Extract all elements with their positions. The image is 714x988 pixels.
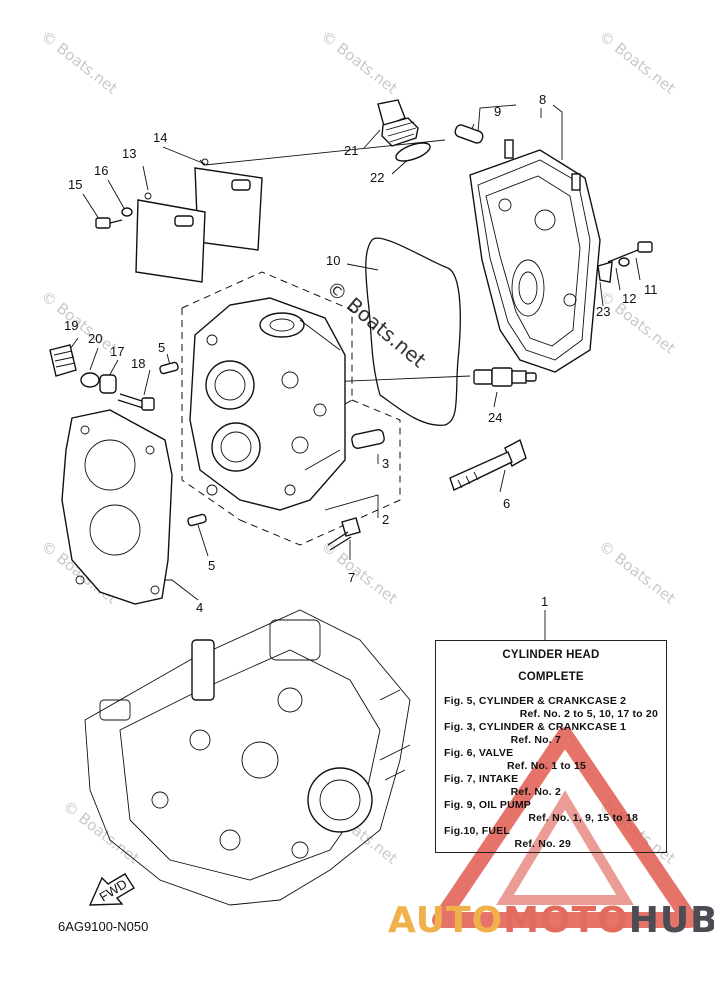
legend-ref-row: Ref. No. 1 to 15 <box>506 760 586 772</box>
legend-fig-row: Fig.10, FUEL <box>444 825 510 837</box>
callout-9: 9 <box>494 104 501 119</box>
watermark: © Boats.net <box>596 537 679 608</box>
callout-12: 12 <box>622 291 636 306</box>
callout-15: 15 <box>68 177 82 192</box>
legend-fig-row: Fig. 6, VALVE <box>444 747 514 759</box>
callout-11: 11 <box>644 282 658 297</box>
watermark: © Boats.net <box>318 27 401 98</box>
legend-subtitle: COMPLETE <box>518 671 584 683</box>
callout-7: 7 <box>348 570 355 585</box>
sleeve-3 <box>351 429 385 449</box>
legend-fig-row: Fig. 5, CYLINDER & CRANKCASE 2 <box>444 695 627 707</box>
callout-13: 13 <box>122 146 136 161</box>
legend-ref-row: Ref. No. 1, 9, 15 to 18 <box>528 812 638 824</box>
callout-21: 21 <box>344 143 358 158</box>
breather-cover-plates <box>135 158 263 283</box>
oil-filler-cap-21 <box>377 99 431 162</box>
dowel-9 <box>454 124 484 144</box>
reference-legend-box: CYLINDER HEAD COMPLETE Fig. 5, CYLINDER … <box>435 640 667 853</box>
legend-fig-row: Fig. 3, CYLINDER & CRANKCASE 1 <box>444 721 627 733</box>
callout-17: 17 <box>110 344 124 359</box>
legend-ref-row: Ref. No. 2 to 5, 10, 17 to 20 <box>519 708 658 720</box>
callout-5-lower: 5 <box>208 558 215 573</box>
watermark: © Boats.net <box>318 537 401 608</box>
brand-part-moto: MOTO <box>503 900 629 941</box>
dowel-5 <box>159 361 207 527</box>
automotohub-logo <box>432 727 698 928</box>
plug-19 <box>49 344 117 394</box>
head-cover-gasket-10 <box>365 237 461 426</box>
spark-plug-24 <box>473 367 537 387</box>
bolt-7 <box>327 517 361 551</box>
watermark: © Boats.net <box>596 287 679 358</box>
diagram-code: 6AG9100-N050 <box>58 919 149 934</box>
watermark: © Boats.net <box>596 27 679 98</box>
brand-wordmark[interactable]: AUTOMOTOHUB <box>388 900 714 941</box>
callout-2: 2 <box>382 512 389 527</box>
brand-part-hub: HUB <box>628 900 714 941</box>
bolt-15 <box>95 207 133 229</box>
legend-title: CYLINDER HEAD <box>502 649 600 661</box>
callout-20: 20 <box>88 331 102 346</box>
cylinder-head-assembly-outline <box>181 271 401 546</box>
bolt-18 <box>117 393 155 411</box>
callout-16: 16 <box>94 163 108 178</box>
cylinder-head-2 <box>189 297 346 511</box>
legend-ref-row: Ref. No. 7 <box>510 734 561 746</box>
callout-24: 24 <box>488 410 502 425</box>
callout-6: 6 <box>503 496 510 511</box>
callout-5-upper: 5 <box>158 340 165 355</box>
callout-1: 1 <box>541 594 548 609</box>
callout-18: 18 <box>131 356 145 371</box>
crankcase-block <box>84 609 411 906</box>
callout-8: 8 <box>539 92 546 107</box>
bolt-6 <box>449 438 527 491</box>
cylinder-head-cover-8 <box>469 139 601 373</box>
watermark: © Boats.net <box>60 797 143 868</box>
callout-23: 23 <box>596 304 610 319</box>
watermark: © Boats.net <box>38 287 121 358</box>
head-gasket-4 <box>61 409 173 605</box>
bolt-11 <box>597 241 653 283</box>
watermark: © Boats.net <box>38 27 121 98</box>
callout-4: 4 <box>196 600 203 615</box>
legend-ref-row: Ref. No. 2 <box>510 786 561 798</box>
callout-19: 19 <box>64 318 78 333</box>
callout-10: 10 <box>326 253 340 268</box>
fwd-arrow: FWD <box>88 873 135 906</box>
callouts: 1 2 3 4 5 5 6 7 8 9 10 11 12 13 14 15 16… <box>64 92 658 615</box>
callout-14: 14 <box>153 130 167 145</box>
callout-3: 3 <box>382 456 389 471</box>
legend-ref-row: Ref. No. 29 <box>514 838 571 850</box>
legend-fig-row: Fig. 9, OIL PUMP <box>444 799 532 811</box>
callout-22: 22 <box>370 170 384 185</box>
legend-fig-row: Fig. 7, INTAKE <box>444 773 519 785</box>
brand-part-auto: AUTO <box>388 900 504 941</box>
